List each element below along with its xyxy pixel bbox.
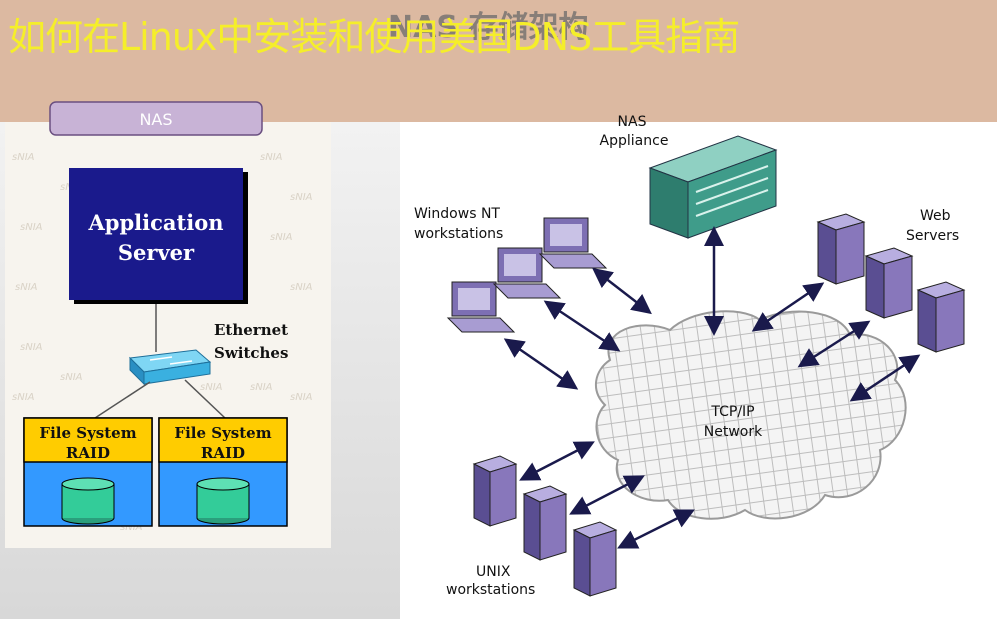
svg-text:sNIA: sNIA: [15, 282, 38, 293]
unix-network-arrow-1: [519, 441, 595, 481]
unix-label-1: UNIX: [476, 564, 511, 580]
nt-network-arrow-2: [543, 300, 621, 352]
unix-workstation-icon-1: [472, 455, 518, 527]
windows-nt-label-1: Windows NT: [414, 206, 500, 222]
workstation-icon-1: [446, 281, 516, 333]
web-servers-label-2: Servers: [906, 228, 959, 244]
svg-text:sNIA: sNIA: [270, 232, 293, 243]
svg-text:sNIA: sNIA: [12, 392, 35, 403]
web-network-arrow-3: [849, 354, 921, 402]
svg-text:sNIA: sNIA: [290, 192, 313, 203]
raid-box-1: [23, 417, 153, 527]
svg-text:sNIA: sNIA: [290, 282, 313, 293]
web-server-icon-1: [816, 213, 866, 285]
raid-2-line2: RAID: [201, 444, 245, 462]
nas-tag: [49, 101, 263, 136]
web-server-icon-2: [864, 247, 914, 319]
switch-label-1: Ethernet: [214, 321, 288, 339]
unix-workstation-icon-3: [572, 521, 618, 597]
svg-text:sNIA: sNIA: [120, 522, 143, 533]
svg-text:sNIA: sNIA: [290, 392, 313, 403]
workstation-icon-2: [492, 247, 562, 299]
raid-box-2: [158, 417, 288, 527]
svg-text:sNIA: sNIA: [200, 382, 223, 393]
web-servers-label-1: Web: [920, 208, 951, 224]
windows-nt-label-2: workstations: [414, 226, 503, 242]
raid-2-line1: File System: [174, 424, 271, 442]
raid-1-line1: File System: [39, 424, 136, 442]
unix-network-arrow-3: [617, 509, 695, 549]
switch-raid-link-1: [94, 381, 151, 419]
nt-network-arrow-1: [592, 267, 652, 315]
unix-network-arrow-2: [569, 475, 645, 515]
svg-text:sNIA: sNIA: [20, 342, 43, 353]
nas-appliance-label-1: NAS: [618, 114, 647, 130]
raid-1-line2: RAID: [66, 444, 110, 462]
network-label-1: TCP/IP: [710, 404, 754, 420]
disk-icon-2: [196, 477, 250, 491]
nas-appliance-icon: [648, 135, 778, 239]
nt-network-arrow-3: [503, 338, 579, 390]
app-server-label-1: Application: [88, 210, 224, 235]
unix-label-2: workstations: [446, 582, 535, 598]
svg-text:sNIA: sNIA: [12, 152, 35, 163]
switch-label-2: Switches: [214, 344, 288, 362]
disk-icon-1: [61, 477, 115, 491]
workstation-icon-3: [538, 217, 608, 269]
ethernet-switch-icon: [128, 349, 212, 386]
switch-raid-link-2: [184, 379, 226, 419]
svg-text:sNIA: sNIA: [260, 152, 283, 163]
network-label-2: Network: [704, 424, 763, 440]
nas-appliance-label-2: Appliance: [600, 133, 669, 149]
application-server-box: [69, 168, 243, 300]
svg-text:sNIA: sNIA: [250, 382, 273, 393]
watermark-pattern: sNIA sNIA sNIA sNIA sNIA sNIA sNIA sNIA sNIA s…: [12, 152, 313, 533]
unix-workstation-icon-2: [522, 485, 568, 561]
app-server-label-2: Server: [118, 240, 195, 265]
svg-text:sNIA: sNIA: [20, 222, 43, 233]
banner-subtitle: NAS 存储架构: [388, 10, 589, 45]
web-network-arrow-2: [797, 320, 871, 368]
web-server-icon-3: [916, 281, 966, 353]
banner-title: 如何在Linux中安装和使用美国DNS工具指南: [8, 15, 740, 59]
nas-tag-label: NAS: [139, 110, 172, 129]
web-network-arrow-1: [751, 282, 825, 332]
svg-text:sNIA: sNIA: [60, 372, 83, 383]
